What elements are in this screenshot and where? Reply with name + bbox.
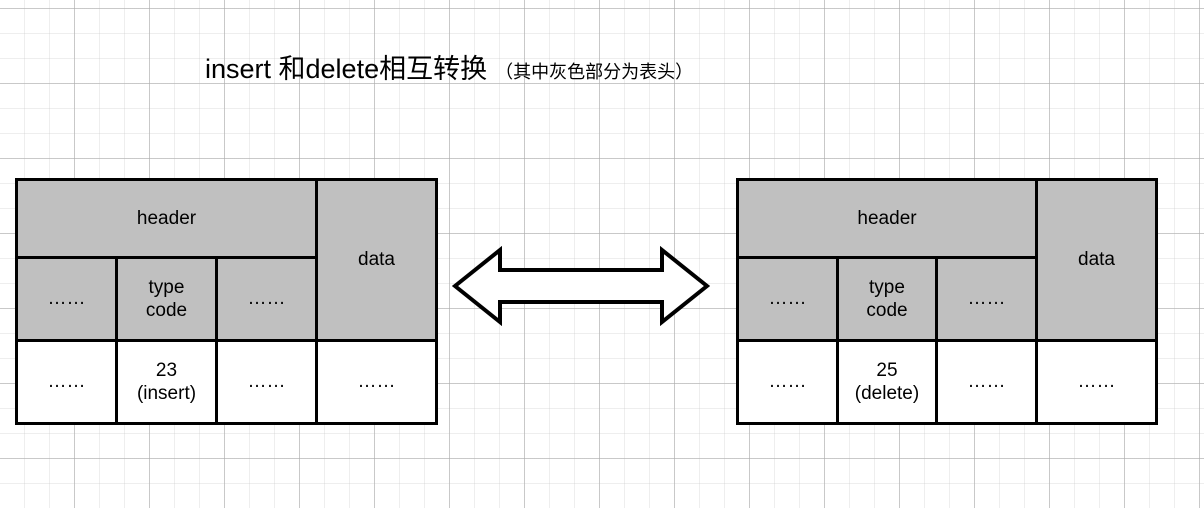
cell-data-label: data	[315, 178, 439, 342]
cell-data-payload: ……	[315, 339, 439, 425]
cell-subheader-col3: ……	[214, 256, 319, 342]
ellipsis-glyph: ……	[247, 371, 286, 392]
cell-data-col3: ……	[934, 339, 1039, 425]
record-table-left: header data type …… type code …… ……	[14, 178, 439, 425]
cell-data-col1: ……	[736, 339, 839, 425]
table-row-subheader: …… type code ……	[736, 256, 1157, 342]
table-row-header: header data	[735, 178, 1159, 342]
type-code-line2: code	[145, 300, 188, 321]
cell-subheader-col1: type ……	[15, 256, 118, 342]
cell-data-col1: ……	[15, 339, 118, 425]
cell-subheader-col1: ……	[736, 256, 839, 342]
type-code-line1: type	[869, 277, 905, 298]
table-row-subheader: type …… type code ……	[15, 256, 437, 342]
cell-subheader-type-code: type code	[115, 256, 218, 342]
table-row-data: …… 25 (delete) …… ……	[736, 339, 1159, 425]
type-code-number: 25	[876, 360, 898, 381]
cell-header-label: header	[735, 178, 1039, 259]
cell-data-label: data	[1035, 178, 1159, 342]
ellipsis-glyph: ……	[357, 371, 396, 392]
ellipsis-glyph: ……	[1077, 371, 1116, 392]
double-headed-arrow-icon	[452, 246, 710, 326]
table-row-data: …… 23 (insert) …… ……	[15, 339, 439, 425]
cell-data-type-code: 23 (insert)	[115, 339, 218, 425]
type-code-operation-label: (insert)	[136, 383, 197, 404]
title-note-text: （其中灰色部分为表头）	[495, 62, 694, 82]
type-code-line2: code	[866, 300, 908, 321]
type-code-number: 23	[155, 360, 178, 381]
ellipsis-glyph: ……	[47, 371, 86, 392]
cell-data-col3: ……	[214, 339, 319, 425]
cell-subheader-type-code: type code	[836, 256, 938, 342]
table-row-header: header data	[14, 178, 439, 342]
ellipsis-glyph: ……	[967, 288, 1006, 309]
cell-data-type-code: 25 (delete)	[836, 339, 938, 425]
title-main-text: insert 和delete相互转换	[205, 54, 488, 84]
ellipsis-glyph: ……	[967, 371, 1006, 392]
cell-header-label: header	[14, 178, 319, 259]
cell-data-payload: ……	[1035, 339, 1159, 425]
cell-subheader-col3: ……	[934, 256, 1039, 342]
type-code-line1: type	[148, 277, 185, 298]
diagram-title: insert 和delete相互转换 （其中灰色部分为表头）	[205, 52, 693, 86]
ellipsis-glyph: ……	[247, 288, 286, 309]
type-code-operation-label: (delete)	[854, 383, 920, 404]
ellipsis-glyph: ……	[768, 371, 807, 392]
record-table-right: header data …… type code …… ……	[735, 178, 1159, 425]
ellipsis-glyph: ……	[47, 288, 86, 309]
ellipsis-glyph: ……	[768, 288, 807, 309]
